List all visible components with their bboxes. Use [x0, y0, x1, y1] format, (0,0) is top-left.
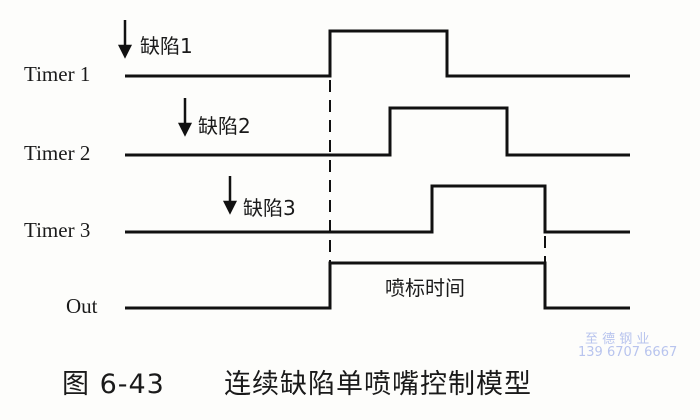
marking-time-label: 喷标时间 [385, 276, 465, 300]
out-label: Out [66, 294, 98, 318]
watermark-company: 至 德 钢 业 [585, 332, 650, 347]
timer1-waveform [125, 29, 630, 78]
out-waveform [125, 261, 630, 310]
defect3-arrow-icon [222, 200, 238, 215]
defect1-label: 缺陷1 [140, 34, 193, 58]
timer2-waveform [125, 106, 630, 157]
figure-caption: 图 6-43 连续缺陷单喷嘴控制模型 [62, 362, 532, 401]
timer2-label: Timer 2 [24, 141, 91, 165]
timer1-label: Timer 1 [24, 62, 91, 86]
figure-title: 连续缺陷单喷嘴控制模型 [224, 369, 533, 400]
timer3-label: Timer 3 [24, 218, 91, 242]
defect1-arrow-icon [117, 44, 133, 59]
defect3-label: 缺陷3 [243, 196, 296, 220]
defect2-label: 缺陷2 [198, 114, 251, 138]
defect2-arrow-icon [177, 122, 193, 137]
figure-number: 图 6-43 [62, 369, 165, 400]
watermark-phone: 139 6707 6667 [578, 345, 678, 360]
timer3-waveform [125, 184, 630, 234]
